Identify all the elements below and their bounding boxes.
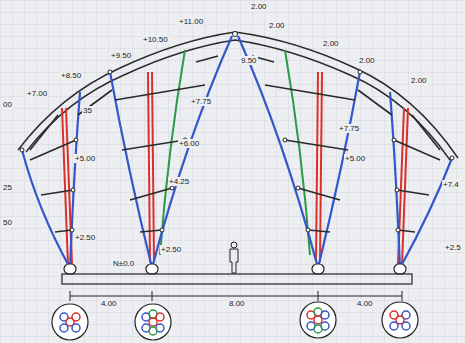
dimension-label: +7.75 — [338, 124, 360, 133]
dimension-label: +7.4 — [442, 180, 460, 189]
dimension-label: +10.50 — [142, 35, 169, 44]
person-figure — [230, 242, 238, 273]
dimension-label: +5.00 — [74, 154, 96, 163]
dimension-label: 4.00 — [356, 299, 374, 308]
cross-bar — [30, 56, 440, 232]
dimension-label: 8.00 — [228, 299, 246, 308]
dimension-label: 4.00 — [100, 299, 118, 308]
blue-member — [22, 36, 452, 268]
dimension-label: 00 — [2, 100, 13, 109]
ground-beam — [62, 274, 412, 284]
dimension-label: +5.00 — [344, 154, 366, 163]
dimension-label: +7.75 — [190, 97, 212, 106]
dimension-label: +2.50 — [74, 233, 96, 242]
dimension-label: N±0.0 — [112, 259, 135, 268]
dimension-label: +2.50 — [160, 245, 182, 254]
green-member — [160, 50, 310, 255]
red-column — [62, 72, 408, 265]
dimension-label: 2.00 — [358, 56, 376, 65]
dimension-label: 25 — [2, 183, 13, 192]
dimension-label: 2.00 — [268, 21, 286, 30]
dimension-label: 2.00 — [322, 39, 340, 48]
dimension-label: 2.00 — [410, 76, 428, 85]
dimension-label: +11.00 — [178, 17, 204, 26]
dimension-label: +4.25 — [168, 177, 190, 186]
dimension-label: +2.5 — [444, 243, 462, 252]
dimension-label: 35 — [82, 106, 93, 115]
dimension-label: 9.50 — [240, 56, 258, 65]
dimension-label: 2.00 — [250, 2, 268, 11]
roof-arc — [18, 32, 458, 160]
joint-dot — [20, 32, 454, 233]
dimension-label: +9.50 — [110, 51, 132, 60]
dimension-label: +8.50 — [60, 71, 82, 80]
dimension-label: +7.00 — [26, 89, 48, 98]
dimension-label: 50 — [2, 218, 13, 227]
dimension-label: +6.00 — [178, 139, 200, 148]
